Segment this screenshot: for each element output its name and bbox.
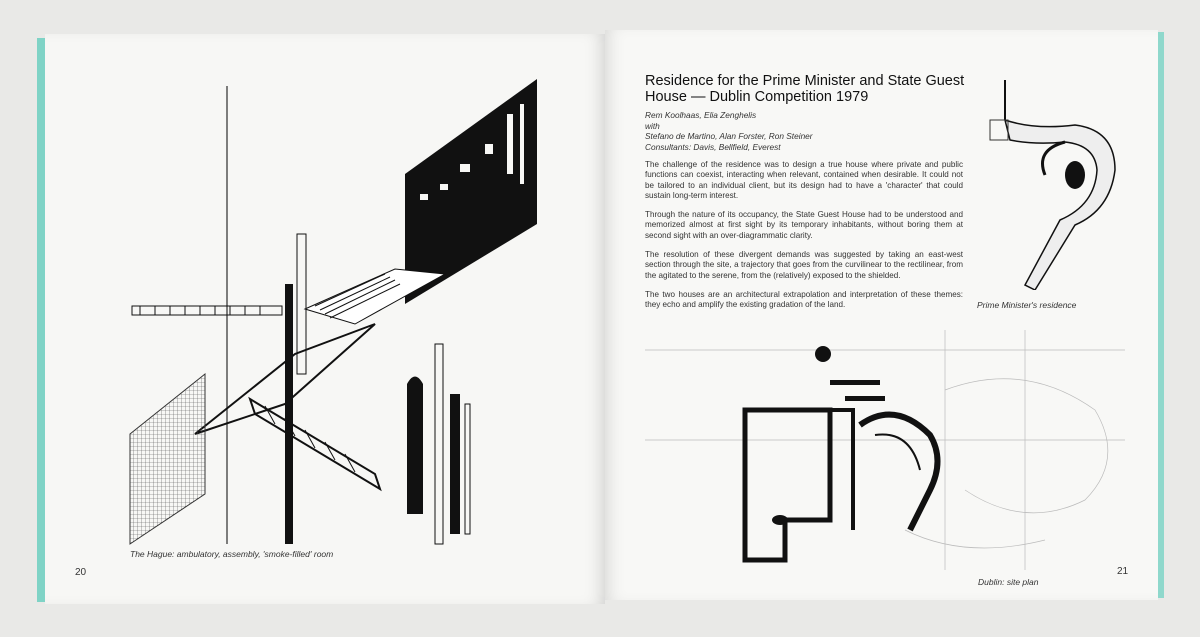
dublin-site-plan-drawing bbox=[645, 330, 1125, 570]
hague-caption: The Hague: ambulatory, assembly, 'smoke-… bbox=[130, 549, 334, 559]
book-edge-right bbox=[1157, 32, 1164, 598]
credits: Rem Koolhaas, Elia Zenghelis with Stefan… bbox=[645, 110, 813, 152]
paragraph: The resolution of these divergent demand… bbox=[645, 250, 963, 280]
book-edge-left bbox=[37, 38, 46, 602]
credit-line: Rem Koolhaas, Elia Zenghelis bbox=[645, 110, 757, 120]
credit-line: Stefano de Martino, Alan Forster, Ron St… bbox=[645, 131, 813, 141]
paragraph: The challenge of the residence was to de… bbox=[645, 160, 963, 200]
article-title: Residence for the Prime Minister and Sta… bbox=[645, 73, 965, 105]
hague-axonometric-drawing bbox=[129, 79, 537, 545]
credit-line: Consultants: Davis, Bellfield, Everest bbox=[645, 141, 781, 152]
paragraph: The two houses are an architectural extr… bbox=[645, 289, 963, 310]
page-number-left: 20 bbox=[75, 567, 87, 578]
residence-caption: Prime Minister's residence bbox=[977, 300, 1077, 310]
article-body: The challenge of the residence was to de… bbox=[645, 160, 963, 320]
page-number-right: 21 bbox=[1117, 566, 1129, 577]
prime-minister-residence-drawing bbox=[989, 80, 1116, 290]
left-page: The Hague: ambulatory, assembly, 'smoke-… bbox=[45, 34, 605, 604]
right-page: Residence for the Prime Minister and Sta… bbox=[605, 30, 1158, 600]
site-plan-caption: Dublin: site plan bbox=[978, 577, 1039, 587]
credit-line: with bbox=[645, 120, 660, 131]
paragraph: Through the nature of its occupancy, the… bbox=[645, 210, 963, 240]
